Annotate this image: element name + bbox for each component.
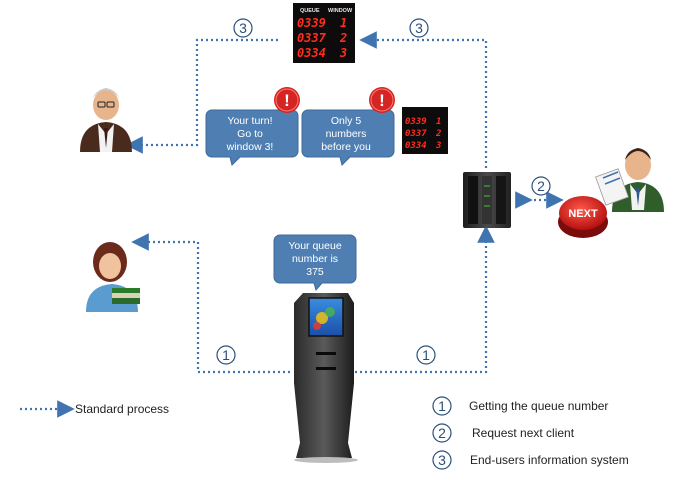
manager-person-icon	[80, 88, 132, 152]
bubble-your-turn: Your turn! Go to window 3!	[205, 109, 299, 166]
next-button-icon: NEXT	[558, 196, 608, 238]
svg-text:!: !	[379, 91, 385, 110]
svg-text:Getting the queue number: Getting the queue number	[469, 399, 608, 413]
svg-text:3: 3	[339, 46, 347, 60]
svg-text:2: 2	[339, 31, 347, 45]
svg-text:Your turn!: Your turn!	[227, 115, 272, 127]
svg-text:QUEUE: QUEUE	[300, 8, 320, 14]
svg-text:0334: 0334	[405, 141, 427, 151]
svg-text:Only 5: Only 5	[331, 115, 362, 127]
svg-text:0339: 0339	[297, 16, 326, 30]
svg-text:1: 1	[422, 347, 430, 363]
legend-item: 1 Getting the queue number	[432, 396, 608, 416]
flow-line-display-to-manager	[125, 38, 278, 154]
svg-text:3: 3	[438, 452, 446, 468]
svg-text:0337: 0337	[405, 129, 427, 139]
flow-line-kiosk-to-client	[131, 233, 290, 374]
svg-text:375: 375	[306, 266, 324, 278]
svg-text:1: 1	[340, 16, 347, 30]
svg-text:window 3!: window 3!	[226, 141, 274, 153]
client-woman-icon	[86, 242, 140, 312]
legend-item: 3 End-users information system	[432, 450, 629, 470]
flow-line-kiosk-to-server	[355, 225, 495, 374]
step-marker-bottom-left: 1	[216, 345, 236, 365]
kiosk-icon	[294, 293, 358, 463]
legend: Standard process 1 Getting the queue num…	[75, 396, 629, 470]
svg-text:2: 2	[438, 425, 446, 441]
svg-text:2: 2	[435, 129, 441, 139]
led-display-large: QUEUE WINDOW 0339 1 0337 2 0334 3	[293, 3, 355, 63]
step-marker-top-left: 3	[233, 18, 253, 38]
server-icon	[463, 172, 511, 228]
alert-icon: !	[369, 87, 395, 113]
svg-text:3: 3	[239, 20, 247, 36]
svg-text:before you: before you	[321, 141, 371, 153]
svg-text:numbers: numbers	[326, 128, 367, 140]
svg-text:WINDOW: WINDOW	[328, 8, 353, 14]
operator-person-icon	[595, 148, 664, 212]
svg-text:0334: 0334	[297, 46, 326, 60]
alert-icon: !	[274, 87, 300, 113]
led-display-small: 0339 1 0337 2 0334 3	[402, 107, 448, 154]
svg-text:Request next client: Request next client	[472, 426, 575, 440]
svg-text:NEXT: NEXT	[568, 208, 598, 220]
svg-text:1: 1	[222, 347, 230, 363]
step-marker-right: 2	[531, 176, 551, 196]
svg-text:0339: 0339	[405, 117, 427, 127]
svg-text:!: !	[284, 91, 290, 110]
svg-text:number is: number is	[292, 253, 338, 265]
svg-text:Your queue: Your queue	[288, 240, 341, 252]
svg-text:Go to: Go to	[237, 128, 263, 140]
legend-item: 2 Request next client	[432, 423, 575, 443]
bubble-only-five: Only 5 numbers before you	[301, 109, 395, 166]
svg-text:3: 3	[435, 141, 441, 151]
legend-line-label: Standard process	[75, 402, 169, 416]
step-marker-bottom-right: 1	[416, 345, 436, 365]
svg-text:2: 2	[537, 178, 545, 194]
bubble-queue-number: Your queue number is 375	[273, 234, 357, 292]
svg-text:1: 1	[438, 398, 446, 414]
flow-lines	[20, 31, 564, 418]
flow-line-server-to-display	[359, 31, 488, 168]
svg-text:0337: 0337	[297, 31, 327, 45]
svg-text:End-users information system: End-users information system	[470, 453, 629, 467]
svg-text:1: 1	[436, 117, 441, 127]
step-marker-top-right: 3	[409, 18, 429, 38]
svg-text:3: 3	[415, 20, 423, 36]
